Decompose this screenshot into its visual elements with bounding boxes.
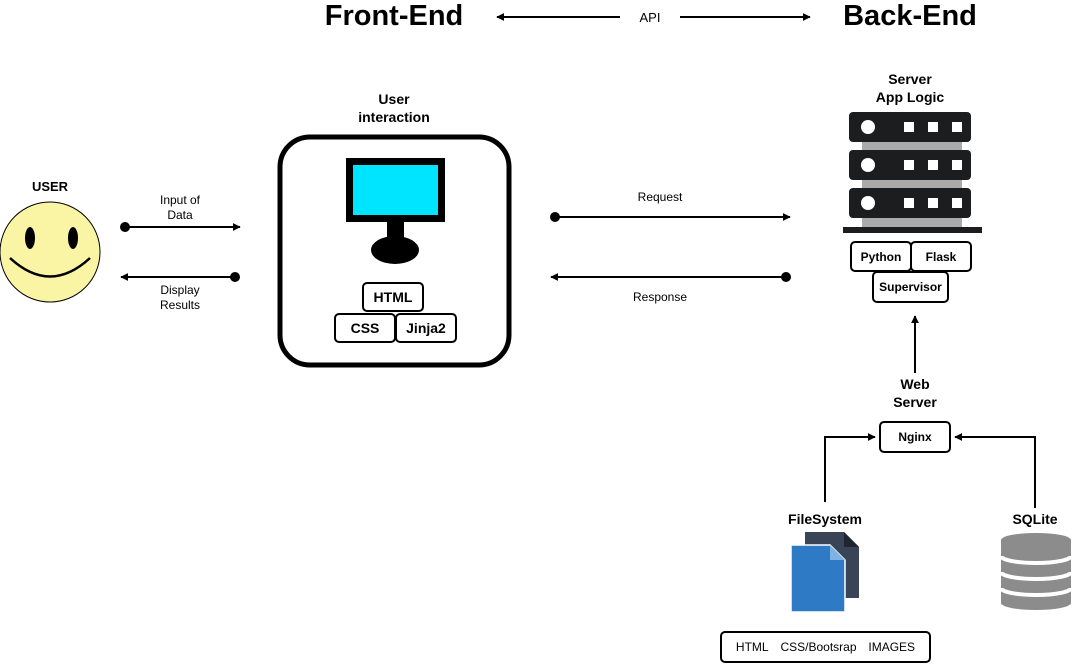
database-icon: [999, 533, 1073, 610]
jinja2-tag: Jinja2: [395, 313, 457, 343]
response-arrow: [550, 272, 791, 282]
backend-heading: Back-End: [843, 0, 977, 32]
webserver-title: Web Server: [893, 375, 937, 411]
database-arrow: [954, 433, 1036, 508]
server-title-line2: App Logic: [875, 89, 945, 105]
server-title-line1: Server: [888, 71, 932, 87]
api-label: API: [639, 10, 661, 25]
filesystem-arrow: [824, 433, 876, 502]
filesystem-images: IMAGES: [868, 640, 916, 654]
smiley-icon: [0, 201, 101, 303]
server-icon: [843, 112, 982, 233]
frontend-title-line1: User: [378, 91, 410, 107]
sqlite-label: SQLite: [1012, 511, 1058, 527]
display-label: Display Results: [160, 283, 200, 313]
user-label: USER: [31, 179, 69, 194]
html-tag: HTML: [362, 282, 424, 312]
webserver-title-line1: Web: [900, 376, 930, 392]
display-label-line1: Display: [160, 283, 200, 297]
supervisor-tag: Supervisor: [872, 271, 949, 303]
webserver-title-line2: Server: [893, 394, 937, 410]
input-label: Input of Data: [160, 193, 200, 223]
monitor-icon: [346, 158, 445, 264]
python-tag: Python: [850, 241, 912, 272]
flask-tag: Flask: [910, 241, 972, 272]
frontend-heading: Front-End: [324, 0, 464, 32]
input-arrow: [120, 222, 241, 232]
filesystem-contents-box: HTML CSS/Bootsrap IMAGES: [720, 631, 931, 663]
server-title: Server App Logic: [876, 70, 944, 106]
file-icon: [790, 532, 859, 613]
request-arrow: [550, 212, 791, 222]
frontend-title-line2: interaction: [358, 109, 430, 125]
display-label-line2: Results: [159, 298, 201, 312]
input-label-line1: Input of: [159, 193, 201, 207]
filesystem-html: HTML: [735, 640, 769, 654]
filesystem-label: FileSystem: [788, 511, 862, 527]
response-label: Response: [632, 290, 688, 304]
frontend-title: User interaction: [358, 90, 430, 126]
filesystem-css-bootstrap: CSS/Bootsrap: [780, 640, 857, 654]
request-label: Request: [637, 190, 683, 204]
css-tag: CSS: [334, 313, 396, 343]
display-arrow: [120, 272, 240, 282]
input-label-line2: Data: [167, 208, 193, 222]
nginx-tag: Nginx: [879, 421, 951, 453]
